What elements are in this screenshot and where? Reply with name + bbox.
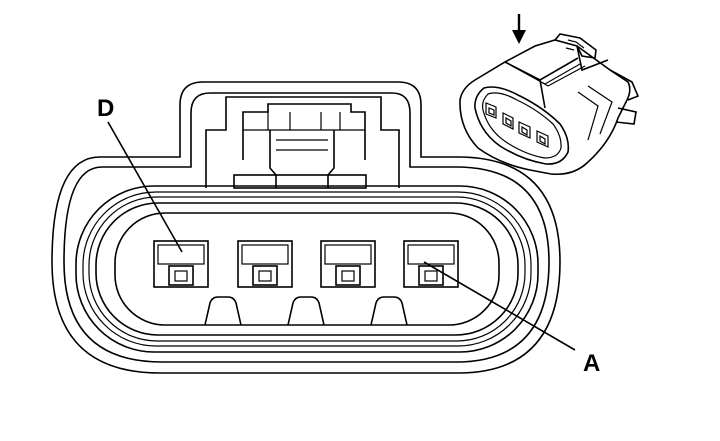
iso-cavity [536,130,549,148]
cavity-outline [237,240,293,288]
iso-face-inner [481,92,562,159]
iso-side-tab [609,69,640,125]
keying-notch-3 [370,296,408,326]
cavity-window [324,244,372,265]
latch-finger-left [269,130,277,188]
terminal-cavities [153,240,459,288]
latch-tab-detail [243,112,365,131]
latch-tab [242,103,366,160]
cavity-contact-core [174,270,188,282]
iso-latch [554,33,597,59]
latch-lock-bar [276,139,328,151]
housing-inner-outline [63,92,550,363]
iso-body-outline [459,39,631,176]
latch-finger-right [327,130,335,188]
callout-label-a: A [583,350,600,377]
iso-latch-detail [565,39,585,51]
iso-cavity [518,121,531,139]
iso-cavity [485,102,497,119]
iso-terminal-cavities [485,102,549,148]
iso-face-outline [474,86,570,165]
keying-notches [204,296,408,326]
cavity-window [241,244,289,265]
iso-cavity [502,112,514,130]
housing-outer-outline [51,81,561,374]
cavity-contact [252,265,278,286]
seal-rings [75,185,539,353]
latch-window [205,96,400,188]
callout-label-d: D [97,95,114,122]
callout-leader-a [423,261,576,351]
latch-ledge [233,174,367,189]
seal-ring-2 [82,191,532,347]
cavity-contact-core [341,270,355,282]
iso-top-detail [511,63,586,87]
keying-notch-1 [204,296,242,326]
cavity-contact-core [258,270,272,282]
cavity-contact [168,265,194,286]
callout-leader-d [107,121,183,253]
cavity-window [407,244,455,265]
cavity-contact [418,265,444,286]
connector-face-view: D A [51,81,600,377]
cavity-outline [320,240,376,288]
seal-ring-4 [95,202,519,336]
cavity-window [157,244,205,265]
down-arrow-icon [512,14,526,44]
cavity-contact-core [424,270,438,282]
keying-notch-2 [287,296,325,326]
seal-ring-3 [88,196,526,342]
seal-ring-1 [75,185,539,353]
terminal-cavity [237,240,293,288]
latch-assembly [205,96,400,189]
terminal-face [114,212,500,326]
terminal-cavity [153,240,209,288]
iso-side-detail [577,85,613,141]
cavity-outline [153,240,209,288]
terminal-cavity [403,240,459,288]
cavity-contact [335,265,361,286]
terminal-cavity [320,240,376,288]
cavity-outline [403,240,459,288]
connector-isometric-view [459,14,640,176]
